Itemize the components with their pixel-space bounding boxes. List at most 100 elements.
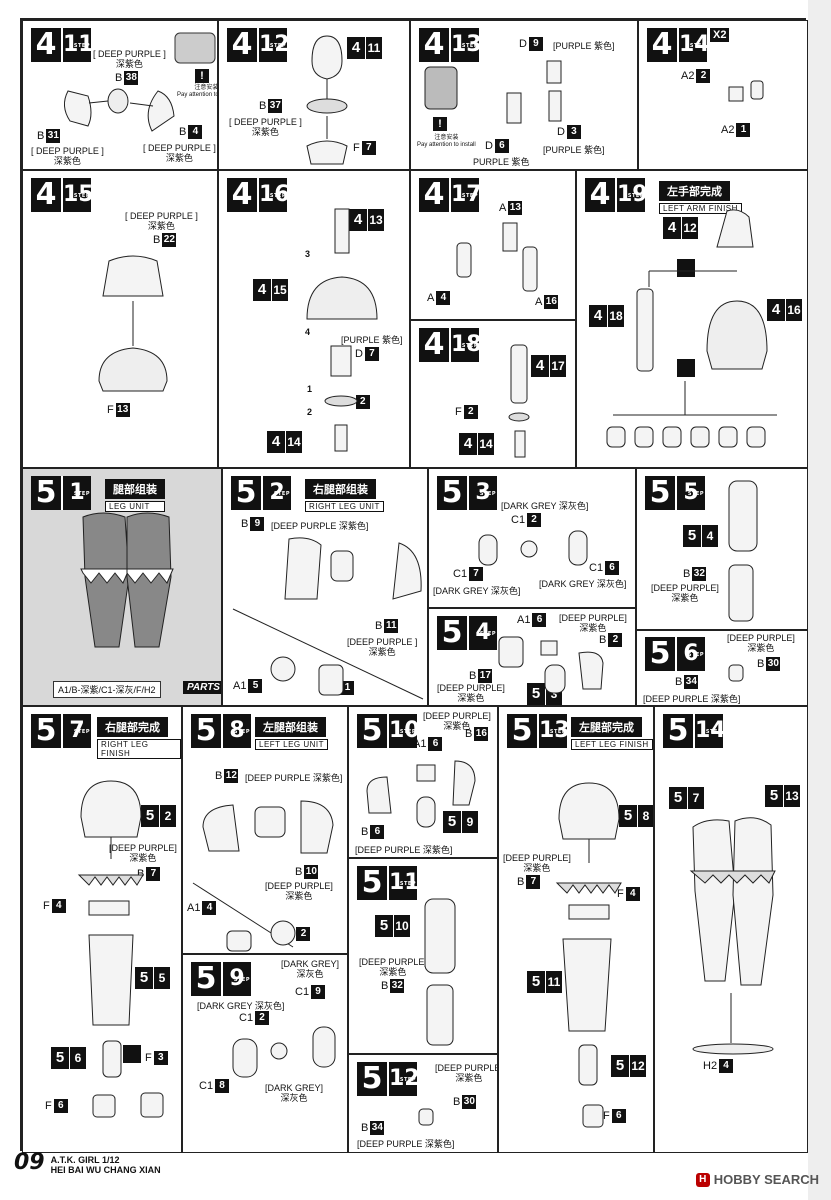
attention-icon: ! (195, 69, 209, 83)
order-marker: 1 (307, 384, 313, 394)
quantity-badge: X2 (710, 28, 730, 42)
part-drawing (606, 209, 777, 448)
part-drawing (366, 760, 476, 828)
part-drawing (555, 782, 622, 1128)
order-marker: 3 (305, 249, 311, 259)
part-drawing (232, 1026, 336, 1078)
part-drawing (728, 80, 764, 102)
attention-icon: ! (433, 117, 447, 131)
part-drawing (456, 222, 538, 292)
part-drawing (192, 800, 334, 952)
part-drawing (689, 817, 776, 1055)
part-drawing (418, 1108, 434, 1126)
page-number: 09 (14, 1150, 45, 1175)
product-subtitle: HEI BAI WU CHANG XIAN (50, 1165, 161, 1175)
part-drawing (77, 780, 164, 1118)
part-drawing (98, 255, 168, 392)
part-drawing (498, 636, 604, 694)
product-name: A.T.K. GIRL 1/12 (50, 1155, 120, 1165)
part-drawing (232, 537, 424, 700)
hobby-search-logo-icon: H (695, 1172, 710, 1187)
parts-list: A1/B-深紫/C1-深灰/F/H2 (53, 681, 161, 698)
part-drawing (508, 344, 530, 458)
page-edge (808, 0, 831, 1200)
